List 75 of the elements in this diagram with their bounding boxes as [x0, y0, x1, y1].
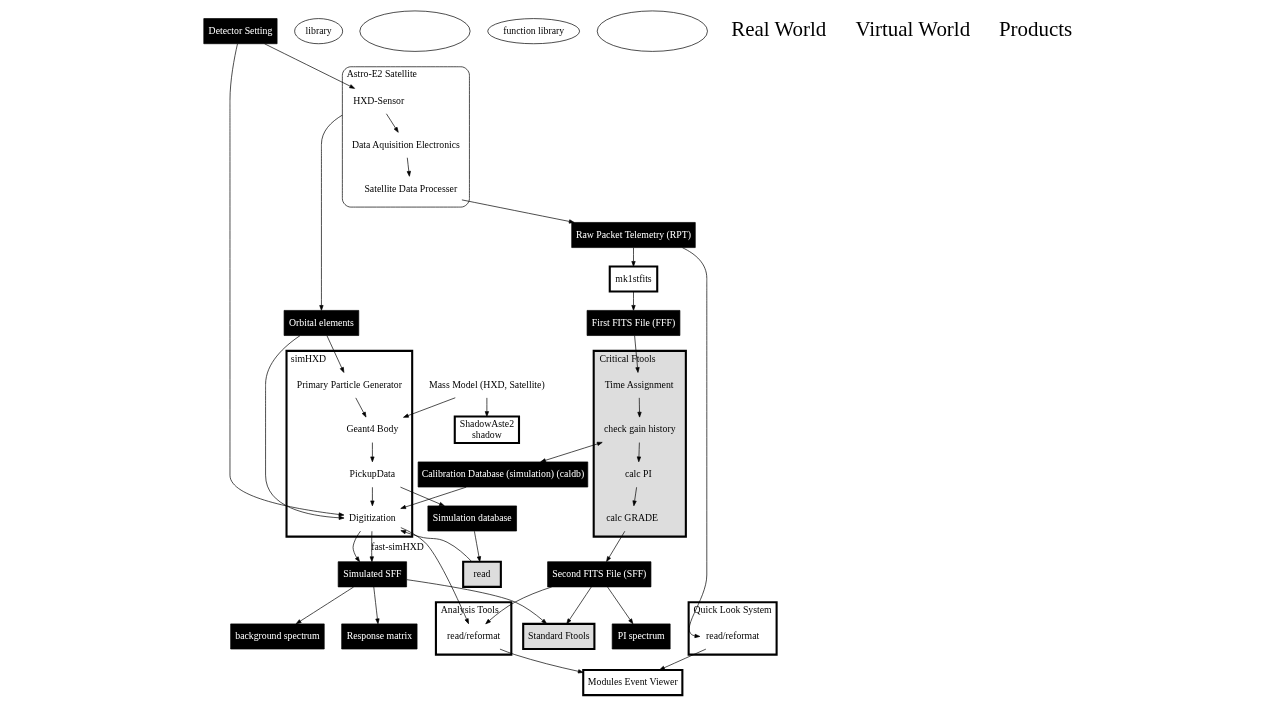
arrow [636, 442, 641, 463]
node-text: Digitization [349, 512, 396, 524]
node-ellipse: library [294, 18, 343, 45]
arrow [400, 486, 445, 507]
node-box: Simulation database [427, 505, 517, 532]
arrow [400, 527, 469, 625]
node-text: calc GRADE [606, 512, 658, 524]
arrow [484, 397, 489, 417]
node-box: read [462, 560, 502, 588]
arrow [319, 114, 343, 311]
arrow [485, 586, 553, 625]
node-box: Second FITS File (SFF) [547, 561, 652, 588]
node-text: Primary Particle Generator [296, 378, 402, 390]
arrow [474, 530, 481, 562]
node-box: Calibration Database (simulation) (caldb) [417, 461, 589, 488]
node-box: Orbital elements [283, 310, 360, 336]
arrow [352, 530, 361, 563]
node-box: Standard Ftools [522, 622, 596, 651]
node-text: read/reformat [447, 630, 501, 642]
arrow [295, 586, 354, 625]
node-box: ShadowAste2 shadow [453, 415, 521, 445]
node-text: read/reformat [706, 630, 760, 642]
arrow [229, 43, 345, 517]
arrow [631, 247, 636, 267]
arrow [265, 335, 345, 520]
arrow [355, 397, 367, 418]
node-text: calc PI [624, 468, 652, 480]
arrow [540, 441, 603, 463]
arrow [631, 291, 636, 311]
arrow [659, 648, 707, 671]
node-box: Raw Packet Telemetry (RPT) [571, 222, 696, 248]
node-text: Mass Model (HXD, Satellite) [429, 378, 545, 390]
arrow [369, 530, 374, 562]
arrow [264, 43, 355, 89]
arrow [632, 486, 637, 507]
node-box: First FITS File (FFF) [586, 310, 681, 336]
edge-label: fast-simHXD [371, 541, 424, 553]
arrow [386, 113, 399, 133]
node-text: Satellite Data Processer [364, 182, 458, 194]
node-ellipse: function library [487, 18, 580, 45]
arrow [607, 586, 634, 625]
arrow [370, 442, 375, 463]
arrow [400, 486, 467, 509]
arrow [606, 530, 626, 562]
label: Real World [731, 17, 827, 42]
arrow [634, 335, 640, 373]
arrow [370, 486, 375, 507]
label: Virtual World [855, 17, 971, 42]
node-text: Data Aquisition Electronics [351, 138, 460, 150]
node-text: Geant4 Body [346, 423, 399, 435]
node-ellipse [359, 10, 471, 52]
arrow [403, 397, 456, 418]
node-box: Response matrix [341, 623, 418, 650]
label: Products [998, 17, 1073, 42]
arrow [373, 586, 380, 625]
arrow [400, 530, 473, 563]
node-box: PI spectrum [611, 623, 671, 650]
node-ellipse [596, 10, 708, 52]
node-text: PickupData [349, 468, 396, 480]
arrow [499, 648, 584, 674]
node-box: background spectrum [230, 623, 325, 650]
arrow [566, 586, 592, 625]
node-box: Simulated SFF [337, 561, 407, 588]
arrow [461, 199, 575, 224]
arrow [682, 247, 708, 638]
arrow [637, 397, 642, 418]
node-box: mk1stfits [608, 265, 659, 293]
node-box: Modules Event Viewer [582, 668, 684, 697]
arrow [406, 157, 411, 177]
node-text: HXD-Sensor [353, 94, 405, 106]
node-text: Time Assignment [604, 378, 674, 390]
arrow [406, 579, 547, 625]
node-text: check gain history [603, 423, 676, 435]
node-box: Detector Setting [203, 18, 278, 45]
arrow [326, 335, 345, 373]
